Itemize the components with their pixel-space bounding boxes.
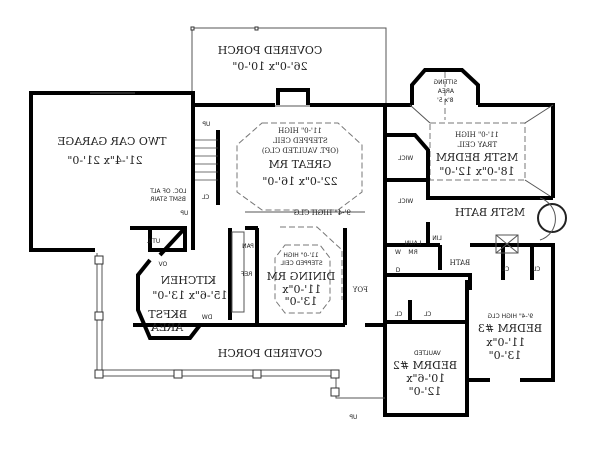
stair <box>191 105 220 205</box>
pantry-label: PAN <box>242 243 254 250</box>
closet-label: CL <box>201 194 209 201</box>
wicl-label: WICL <box>397 198 413 205</box>
fireplace <box>276 88 310 105</box>
master-bed-label: MSTR BEDRM <box>436 151 518 164</box>
sitting-label: AREA <box>437 88 454 95</box>
ref-label: REF <box>240 271 252 278</box>
hall-ceiling-note: 9'-4" HIGH CLG <box>293 209 350 217</box>
bkfst-label: AREA <box>150 321 184 334</box>
kitchen-label: KITCHEN <box>160 274 216 287</box>
dining-size: 13'-0" <box>285 295 318 308</box>
closet-label: CL <box>501 266 509 273</box>
rear-porch-label: COVERED PORCH <box>218 347 323 360</box>
bed3-note: 9'-4" HIGH CLG <box>487 313 533 320</box>
bed2-size: 12'-0" <box>409 385 442 398</box>
sitting-label: SITTING <box>433 79 457 86</box>
great-room-ceiling <box>236 122 363 211</box>
washer-label: W <box>395 249 401 256</box>
up-label: UP <box>349 414 357 421</box>
master-bed-note: TRAY CEIL <box>457 141 497 149</box>
alt-stair-note: LOC. OF ALT <box>150 188 187 195</box>
dining-note: 11'-0" HIGH <box>283 252 318 259</box>
oven-label: OV <box>158 261 168 268</box>
rear-porch <box>94 253 385 399</box>
closet-label: CL <box>423 311 431 318</box>
kitchen-size: 15'-6"x 13'-0" <box>152 289 227 302</box>
laundry-label: LAUN <box>405 240 421 247</box>
master-bath-label: MSTR BATH <box>455 206 525 219</box>
garage-size: 21'-4"x 21'-0" <box>67 154 142 167</box>
bath-label: BATH <box>450 259 471 267</box>
great-room-note: 11'-0" HIGH <box>278 127 322 135</box>
up-label: UP <box>202 121 210 128</box>
front-porch-label: COVERED PORCH <box>218 44 323 57</box>
laundry-label: RM <box>408 249 417 256</box>
master-bed-size: 18'-0"x 12'-0" <box>439 165 514 178</box>
bed2-size: 10'-6"x <box>406 372 446 385</box>
up-label: UP <box>180 210 188 217</box>
wicl-label: WICL <box>397 155 413 162</box>
bed2-label: BEDRM #2 <box>393 359 457 372</box>
dryer-label: D <box>396 267 401 274</box>
exterior-walls <box>193 103 555 325</box>
bed2-note: VAULTED <box>414 350 441 357</box>
dining-ceiling <box>274 244 331 314</box>
front-porch-size: 26'-0"x 10'-0" <box>232 60 307 73</box>
master-bed-note: 11'-0" HIGH <box>455 131 499 139</box>
bed3-size: 11'-0"x <box>486 336 526 349</box>
tub-icon <box>537 203 567 233</box>
alt-stair-note: BSMT STAIR <box>150 196 186 203</box>
closet-label: CL <box>394 311 402 318</box>
great-room-label: GREAT RM <box>269 158 332 171</box>
sitting-size: 8'x 5' <box>437 97 454 104</box>
bkfst-label: BKFST <box>148 308 187 321</box>
closet-label: CL <box>532 266 540 273</box>
utility-label: UTIL <box>146 238 160 245</box>
garage-label: TWO CAR GARAGE <box>57 135 166 148</box>
dining-note: STEPPED CEIL <box>280 260 323 267</box>
dining-label: DINING RM <box>267 270 336 283</box>
bed3-size: 13'-0" <box>489 349 522 362</box>
dishwasher-label: DW <box>202 314 213 321</box>
bed3-label: BEDRM #3 <box>478 322 542 335</box>
dining-size: 11'-0"x <box>282 283 322 296</box>
sitting-bay <box>410 68 480 105</box>
front-porch <box>190 26 387 107</box>
linen-label: LIN <box>432 235 442 242</box>
great-room-note: (OPT. VAULTED CLG) <box>262 147 339 155</box>
great-room-note: STEPPED CEIL <box>273 137 328 145</box>
foyer-label: FOY <box>352 286 368 294</box>
great-room-size: 22'-0"x 16'-0" <box>262 175 337 188</box>
